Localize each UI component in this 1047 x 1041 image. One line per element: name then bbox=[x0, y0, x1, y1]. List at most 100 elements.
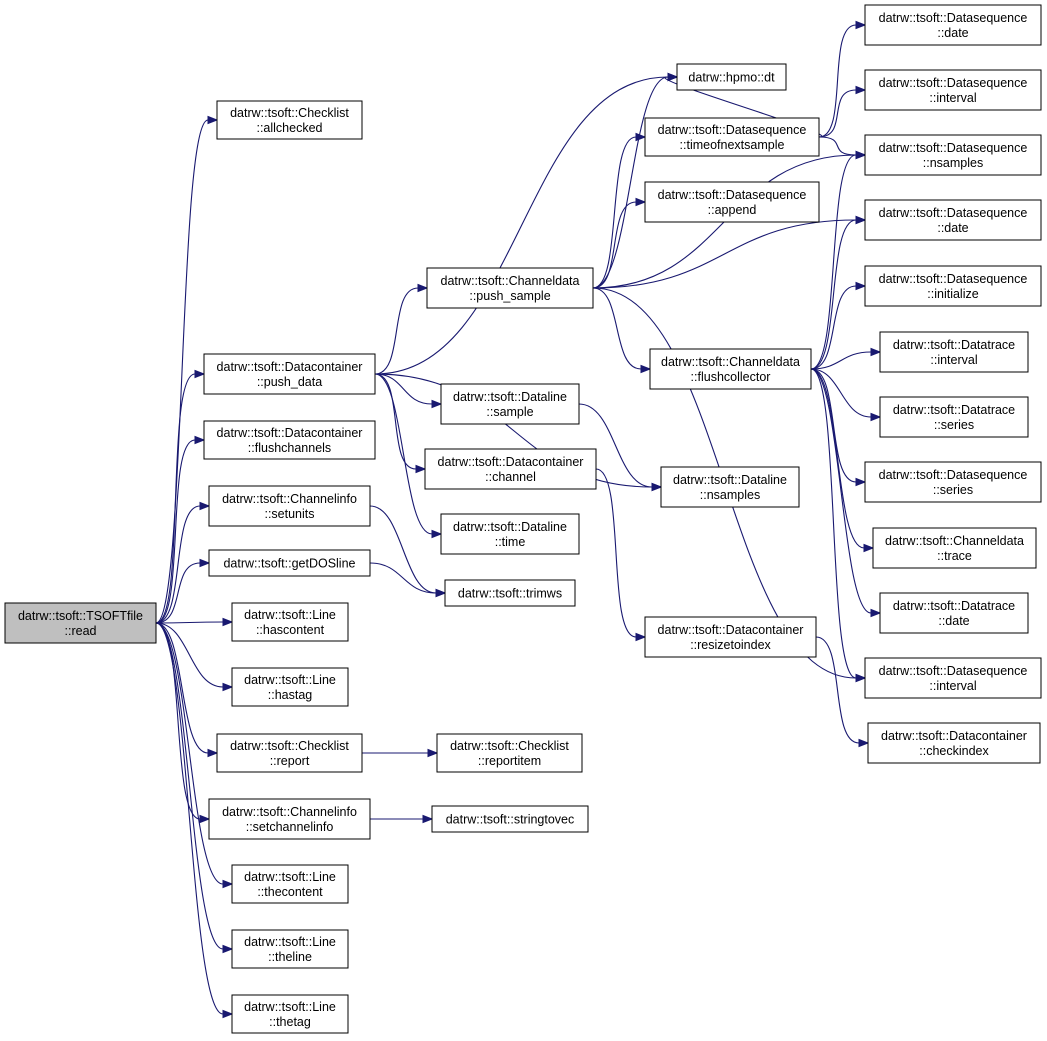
function-node-timeofnextsample[interactable]: datrw::tsoft::Datasequence::timeofnextsa… bbox=[644, 117, 820, 157]
function-node-allchecked[interactable]: datrw::tsoft::Checklist::allchecked bbox=[216, 100, 363, 140]
edge-arrowhead bbox=[222, 879, 234, 889]
function-node-dt-date[interactable]: datrw::tsoft::Datatrace::date bbox=[879, 592, 1029, 634]
function-node-resizetoindex[interactable]: datrw::tsoft::Datacontainer::resizetoind… bbox=[644, 616, 817, 658]
node-box bbox=[231, 864, 349, 904]
function-node-ds-series[interactable]: datrw::tsoft::Datasequence::series bbox=[864, 461, 1042, 503]
node-label-2: ::time bbox=[495, 535, 526, 549]
edge-report-to-reportitem bbox=[362, 748, 439, 758]
node-label-1: datrw::tsoft::Datacontainer bbox=[217, 426, 363, 440]
function-node-thecontent[interactable]: datrw::tsoft::Line::thecontent bbox=[231, 864, 349, 904]
function-node-read[interactable]: datrw::tsoft::TSOFTfile::read bbox=[4, 602, 157, 644]
edge-arrowhead bbox=[635, 197, 647, 207]
node-label-2: ::theline bbox=[268, 950, 312, 964]
edge-flushcollector-to-dt-interval bbox=[810, 347, 882, 370]
node-label-1: datrw::tsoft::Datatrace bbox=[893, 403, 1015, 417]
edge-getDOSline-to-trimws bbox=[369, 562, 447, 598]
function-node-cd-trace[interactable]: datrw::tsoft::Channeldata::trace bbox=[872, 527, 1037, 569]
node-box bbox=[649, 348, 812, 390]
function-node-flushcollector[interactable]: datrw::tsoft::Channeldata::flushcollecto… bbox=[649, 348, 812, 390]
function-node-ds-interval2[interactable]: datrw::tsoft::Datasequence::interval bbox=[864, 657, 1042, 699]
call-nodes: datrw::tsoft::TSOFTfile::readdatrw::tsof… bbox=[4, 4, 1042, 1034]
node-label-1: datrw::tsoft::Datasequence bbox=[879, 206, 1028, 220]
node-label-2: ::sample bbox=[486, 405, 533, 419]
function-node-push-data[interactable]: datrw::tsoft::Datacontainer::push_data bbox=[203, 353, 376, 395]
function-node-stringtovec[interactable]: datrw::tsoft::stringtovec bbox=[431, 805, 589, 833]
node-box bbox=[864, 265, 1042, 307]
node-label-2: ::push_sample bbox=[469, 289, 550, 303]
node-label-1: datrw::tsoft::Channeldata bbox=[885, 534, 1024, 548]
function-node-dc-channel[interactable]: datrw::tsoft::Datacontainer::channel bbox=[424, 448, 597, 490]
edge-dc-channel-to-resizetoindex bbox=[595, 468, 647, 642]
function-node-ds-interval1[interactable]: datrw::tsoft::Datasequence::interval bbox=[864, 69, 1042, 111]
edge-line bbox=[155, 562, 201, 624]
edge-line bbox=[155, 622, 209, 754]
edge-line bbox=[810, 285, 857, 370]
function-node-checkindex[interactable]: datrw::tsoft::Datacontainer::checkindex bbox=[867, 722, 1041, 764]
function-node-trimws[interactable]: datrw::tsoft::trimws bbox=[444, 579, 576, 607]
function-node-dl-nsamples[interactable]: datrw::tsoft::Dataline::nsamples bbox=[660, 466, 800, 508]
function-node-dt-series[interactable]: datrw::tsoft::Datatrace::series bbox=[879, 396, 1029, 438]
function-node-report[interactable]: datrw::tsoft::Checklist::report bbox=[216, 733, 363, 773]
node-label-2: ::series bbox=[934, 418, 974, 432]
edge-line bbox=[592, 287, 642, 370]
edge-line bbox=[374, 373, 433, 405]
node-label-2: ::setchannelinfo bbox=[246, 820, 334, 834]
edge-read-to-thetag bbox=[155, 622, 234, 1019]
function-node-ds-date1[interactable]: datrw::tsoft::Datasequence::date bbox=[864, 4, 1042, 46]
edge-read-to-report bbox=[155, 622, 219, 758]
call-edges bbox=[155, 20, 882, 1019]
edge-line bbox=[155, 621, 224, 624]
node-box bbox=[440, 383, 580, 425]
edge-arrowhead bbox=[855, 85, 867, 95]
function-node-ds-date2[interactable]: datrw::tsoft::Datasequence::date bbox=[864, 199, 1042, 241]
node-label-2: ::setunits bbox=[264, 507, 314, 521]
edge-arrowhead bbox=[207, 115, 219, 125]
function-node-thetag[interactable]: datrw::tsoft::Line::thetag bbox=[231, 994, 349, 1034]
node-box bbox=[231, 667, 349, 707]
function-node-dl-time[interactable]: datrw::tsoft::Dataline::time bbox=[440, 513, 580, 555]
node-label-1: datrw::tsoft::trimws bbox=[458, 587, 562, 601]
function-node-reportitem[interactable]: datrw::tsoft::Checklist::reportitem bbox=[436, 733, 583, 773]
function-node-getDOSline[interactable]: datrw::tsoft::getDOSline bbox=[208, 549, 371, 577]
function-node-dl-sample[interactable]: datrw::tsoft::Dataline::sample bbox=[440, 383, 580, 425]
function-node-hascontent[interactable]: datrw::tsoft::Line::hascontent bbox=[231, 602, 349, 642]
function-node-ds-initialize[interactable]: datrw::tsoft::Datasequence::initialize bbox=[864, 265, 1042, 307]
edge-arrowhead bbox=[427, 748, 439, 758]
edge-arrowhead bbox=[855, 20, 867, 30]
node-label-1: datrw::tsoft::Datatrace bbox=[893, 338, 1015, 352]
node-label-2: ::reportitem bbox=[478, 754, 541, 768]
edge-line bbox=[818, 136, 857, 156]
function-node-setunits[interactable]: datrw::tsoft::Channelinfo::setunits bbox=[208, 485, 371, 527]
edge-arrowhead bbox=[422, 814, 434, 824]
node-label-1: datrw::tsoft::Line bbox=[244, 1000, 336, 1014]
function-node-dt-interval[interactable]: datrw::tsoft::Datatrace::interval bbox=[879, 331, 1029, 373]
function-node-push-sample[interactable]: datrw::tsoft::Channeldata::push_sample bbox=[426, 267, 594, 309]
function-node-hastag[interactable]: datrw::tsoft::Line::hastag bbox=[231, 667, 349, 707]
function-node-flushchannels[interactable]: datrw::tsoft::Datacontainer::flushchanne… bbox=[203, 420, 376, 460]
edge-line bbox=[592, 219, 857, 289]
edge-read-to-setunits bbox=[155, 501, 211, 624]
function-node-ds-nsamples[interactable]: datrw::tsoft::Datasequence::nsamples bbox=[864, 134, 1042, 176]
edge-line bbox=[818, 24, 857, 138]
function-node-theline[interactable]: datrw::tsoft::Line::theline bbox=[231, 929, 349, 969]
edge-arrowhead bbox=[635, 132, 647, 142]
edge-line bbox=[369, 562, 437, 594]
node-box bbox=[436, 733, 583, 773]
edge-arrowhead bbox=[199, 558, 211, 568]
edge-arrowhead bbox=[855, 150, 867, 160]
node-box bbox=[231, 602, 349, 642]
node-box bbox=[203, 420, 376, 460]
edge-arrowhead bbox=[194, 369, 206, 379]
node-label-2: ::resizetoindex bbox=[690, 638, 771, 652]
edge-arrowhead bbox=[863, 543, 875, 553]
function-node-append[interactable]: datrw::tsoft::Datasequence::append bbox=[644, 181, 820, 223]
function-node-setchannelinfo[interactable]: datrw::tsoft::Channelinfo::setchannelinf… bbox=[208, 798, 371, 840]
node-label-1: datrw::tsoft::Dataline bbox=[673, 473, 787, 487]
node-box bbox=[864, 461, 1042, 503]
edge-line bbox=[810, 368, 872, 614]
edge-line bbox=[369, 505, 437, 594]
node-label-1: datrw::tsoft::Line bbox=[244, 673, 336, 687]
edge-line bbox=[374, 373, 653, 488]
function-node-hpmo-dt[interactable]: datrw::hpmo::dt bbox=[676, 63, 787, 91]
node-label-2: ::thetag bbox=[269, 1015, 311, 1029]
